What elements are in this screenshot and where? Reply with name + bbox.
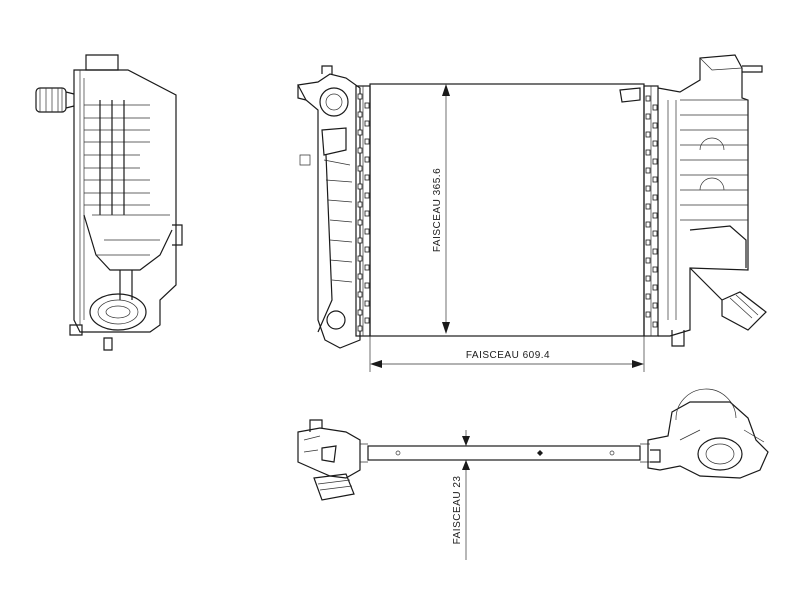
core-width-label: FAISCEAU 609.4 [466,350,550,361]
top-core-bar [367,445,641,461]
core-height-dimension: FAISCEAU 365.6 [432,84,450,334]
front-right-tank [619,54,767,347]
top-view-radiator: FAISCEAU 23 [297,388,769,560]
bottom-cap [89,293,147,331]
side-hose-connector [35,87,75,113]
top-right-fitting [647,388,769,479]
core-width-dimension: FAISCEAU 609.4 [369,336,645,372]
left-header-holes [357,93,370,332]
core-height-label: FAISCEAU 365.6 [432,168,443,252]
tank-ribs [84,100,170,216]
front-left-tank [297,65,361,349]
radiator-core [369,83,645,337]
top-left-fitting [297,419,361,501]
core-depth-dimension: FAISCEAU 23 [452,430,470,560]
right-header-plate [643,85,659,337]
left-header-plate [355,85,371,337]
core-depth-label: FAISCEAU 23 [452,476,463,545]
front-view-radiator: FAISCEAU 365.6 FAISCEAU 609.4 [297,54,767,372]
side-view-tank [35,54,183,351]
